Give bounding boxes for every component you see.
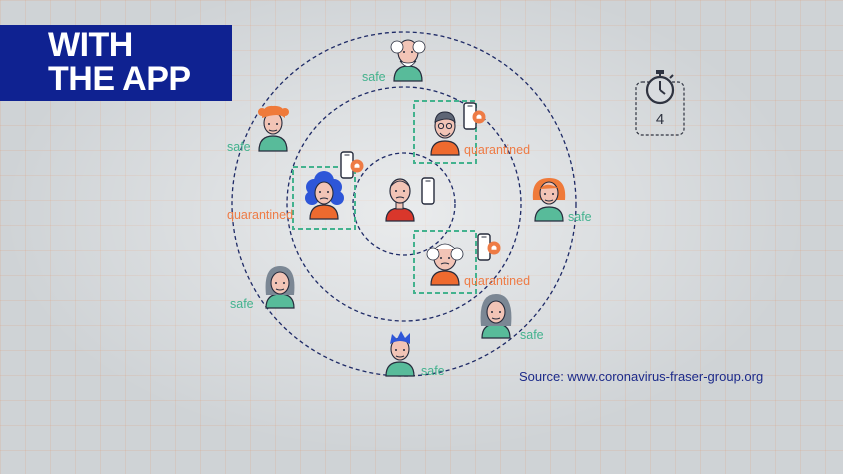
outer-ring — [231, 31, 577, 377]
title-banner: WITH THE APP — [0, 25, 232, 101]
safe-person-icon — [532, 178, 566, 222]
safe-person-icon — [480, 294, 512, 339]
status-label-quarantined: quarantined — [227, 208, 294, 222]
title-line-1: WITH — [48, 26, 133, 64]
quarantined-person-icon — [305, 171, 344, 220]
counter-value: 4 — [655, 111, 665, 128]
source-credit: Source: www.coronavirus-fraser-group.org — [519, 369, 764, 384]
safe-person-icon — [390, 39, 426, 82]
quarantine-box — [413, 230, 477, 294]
title-line-2: THE APP — [48, 60, 191, 98]
phone-icon — [421, 177, 435, 205]
safe-person-icon — [265, 266, 295, 309]
stopwatch-icon — [635, 70, 685, 136]
middle-ring — [286, 86, 522, 322]
alert-bell-icon — [487, 241, 501, 255]
status-label-safe: safe — [568, 210, 592, 224]
stopwatch-counter: 4 — [635, 70, 685, 136]
status-label-quarantined: quarantined — [464, 274, 531, 288]
safe-person-icon — [385, 331, 415, 377]
alert-bell-icon — [472, 110, 486, 124]
alert-bell-icon — [350, 159, 364, 173]
safe-person-icon — [258, 105, 289, 152]
status-label-safe: safe — [362, 70, 386, 84]
status-label-safe: safe — [230, 297, 254, 311]
status-label-quarantined: quarantined — [464, 143, 531, 157]
status-label-safe: safe — [421, 364, 445, 378]
infected-person-icon — [385, 178, 415, 222]
status-label-safe: safe — [227, 140, 251, 154]
quarantined-person-icon — [426, 243, 464, 286]
status-label-safe: safe — [520, 328, 544, 342]
inner-ring — [352, 152, 456, 256]
quarantine-box — [413, 100, 477, 164]
quarantine-box — [292, 166, 356, 230]
quarantined-person-icon — [430, 111, 460, 156]
